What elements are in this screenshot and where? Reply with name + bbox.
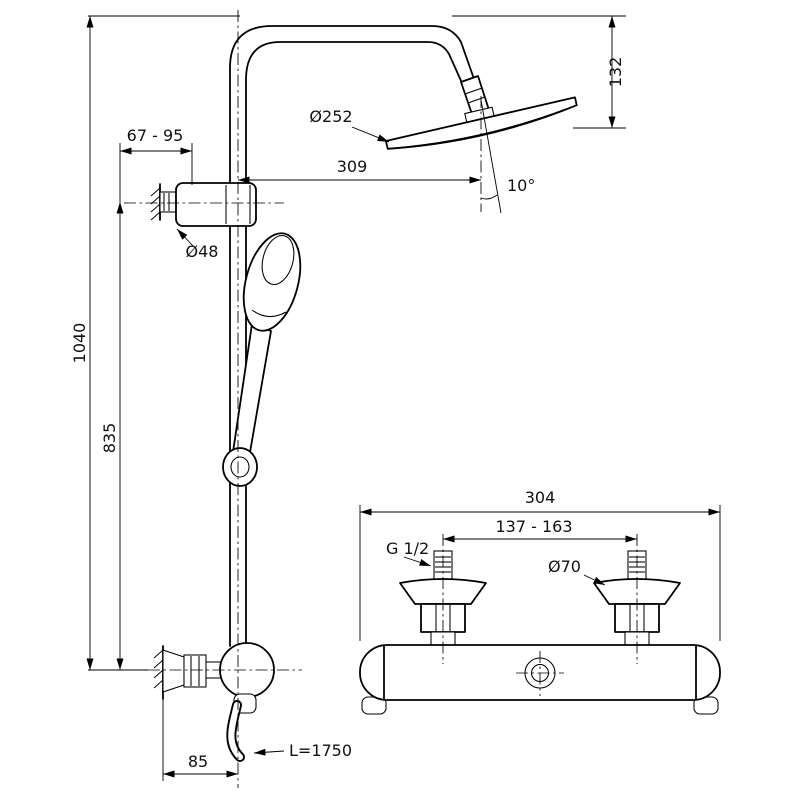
hand-shower-head: [242, 232, 302, 332]
label-132: 132: [606, 57, 625, 88]
label-1040: 1040: [70, 323, 89, 364]
label-85: 85: [188, 752, 208, 771]
angle-arc: [480, 194, 498, 200]
label-10deg: 10°: [507, 176, 535, 195]
inlet-right: [593, 550, 681, 647]
leader-hose: [253, 748, 285, 756]
wall-hatch-bottom: [153, 649, 164, 689]
label-g12: G 1/2: [386, 539, 429, 558]
shower-column-pipe: [229, 25, 475, 647]
leader-d70: [583, 574, 606, 586]
angle-line: [480, 99, 502, 214]
escutcheon-left: [399, 578, 487, 605]
wall-bracket: [159, 182, 257, 227]
dimension-lines: [86, 15, 721, 781]
leader-d48: [176, 228, 195, 248]
inlet-left: [399, 550, 487, 647]
wall-hatch-top: [150, 187, 161, 221]
shower-hose: [226, 700, 245, 762]
bracket-nipple: [159, 191, 177, 213]
leader-d252: [351, 126, 390, 143]
mixer-side-view: [162, 642, 275, 714]
label-304: 304: [525, 488, 556, 507]
leader-g12: [403, 556, 432, 567]
label-d252: Ø252: [309, 107, 352, 126]
label-67-95: 67 - 95: [127, 126, 184, 145]
mixer-nut-side: [183, 654, 207, 688]
centerlines: [124, 10, 638, 788]
bracket-body: [175, 182, 257, 227]
slider-knob: [222, 447, 258, 487]
label-835: 835: [100, 423, 119, 454]
label-309: 309: [337, 157, 368, 176]
label-137-163: 137 - 163: [495, 517, 572, 536]
hand-shower-handle: [232, 323, 272, 459]
dimension-labels: 132 67 - 95 Ø252 309 10° Ø48 1040 835 L=…: [70, 57, 625, 771]
escutcheon-right: [593, 578, 681, 605]
mixer-escutcheon-side: [162, 649, 185, 693]
hand-shower: [232, 232, 302, 459]
label-d48: Ø48: [186, 242, 219, 261]
label-hose-length: L=1750: [289, 741, 352, 760]
label-d70: Ø70: [548, 557, 581, 576]
